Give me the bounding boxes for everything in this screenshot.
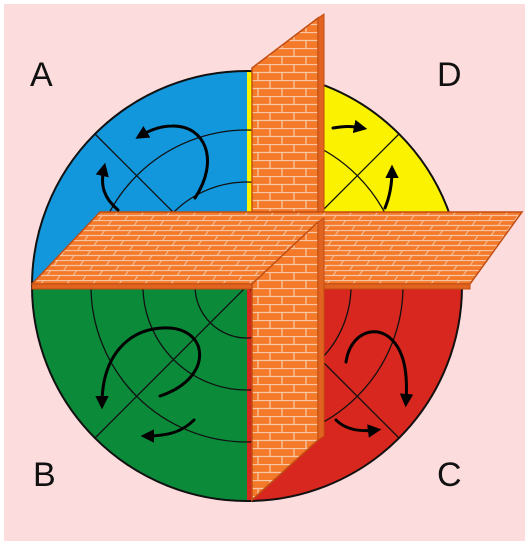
horizontal-wall-edge bbox=[32, 284, 470, 289]
label-c: C bbox=[437, 458, 462, 492]
label-d: D bbox=[437, 58, 462, 92]
label-a: A bbox=[30, 58, 53, 92]
arrow-d-top bbox=[333, 127, 362, 129]
label-b: B bbox=[33, 458, 56, 492]
vertical-wall-front-edge bbox=[318, 218, 324, 440]
